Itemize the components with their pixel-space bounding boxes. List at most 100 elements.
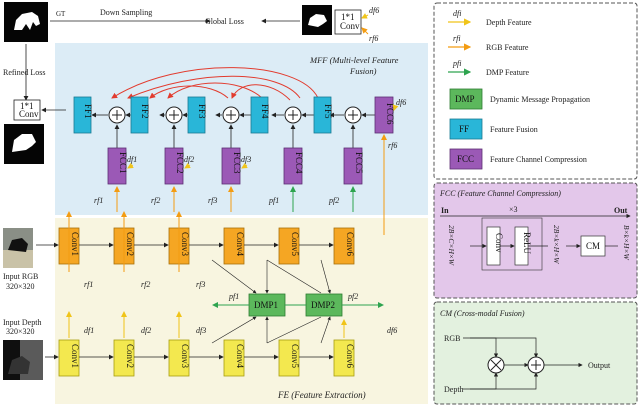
fcc6-box bbox=[374, 96, 394, 134]
fe-title: FE (Feature Extraction) bbox=[277, 390, 366, 400]
ff-box-5 bbox=[313, 96, 332, 134]
svg-text:rfi: rfi bbox=[453, 34, 461, 43]
input-depth-label: Input Depth bbox=[3, 318, 41, 327]
cm-panel bbox=[433, 301, 638, 405]
mff-pf2: pf2 bbox=[328, 196, 339, 205]
mff-title-line2: Fusion) bbox=[349, 66, 377, 76]
cm-multiply-node bbox=[487, 356, 505, 374]
fe-pf2: pf2 bbox=[347, 292, 358, 301]
fe-df3: df3 bbox=[196, 326, 206, 335]
depth-conv-6 bbox=[333, 339, 355, 377]
mff-df6: df6 bbox=[396, 98, 406, 107]
gt-silhouette bbox=[14, 12, 40, 30]
rgb-conv-label-6: Conv6 bbox=[345, 232, 355, 257]
svg-text:2B×C×H×W: 2B×C×H×W bbox=[447, 225, 456, 266]
rgb-conv-label-4: Conv4 bbox=[235, 232, 245, 257]
cm-output-label: Output bbox=[588, 361, 611, 370]
depth-conv-4 bbox=[223, 339, 245, 377]
mff-title-line1: MFF (Multi-level Feature bbox=[309, 55, 399, 65]
depth-conv-label-6: Conv6 bbox=[345, 344, 355, 369]
legend-rgb-text: RGB Feature bbox=[486, 43, 529, 52]
ff-label-1: FF1 bbox=[83, 104, 93, 119]
svg-text:1*1: 1*1 bbox=[341, 12, 355, 22]
depth-conv-2 bbox=[113, 339, 135, 377]
fe-df6: df6 bbox=[387, 326, 397, 335]
depth-conv-label-4: Conv4 bbox=[235, 344, 245, 369]
rgb-conv-label-5: Conv5 bbox=[290, 232, 300, 257]
svg-text:×3: ×3 bbox=[509, 205, 518, 214]
svg-text:1*1: 1*1 bbox=[20, 101, 34, 111]
mff-rf1: rf1 bbox=[94, 196, 103, 205]
ff-box-4 bbox=[250, 96, 269, 134]
fe-rf3: rf3 bbox=[196, 280, 205, 289]
fe-pf1: pf1 bbox=[228, 292, 239, 301]
fcc-panel-title: FCC (Feature Channel Compression) bbox=[439, 189, 561, 198]
rgb-conv-4 bbox=[223, 227, 245, 265]
svg-text:dfi: dfi bbox=[453, 9, 461, 18]
depth-conv-3 bbox=[168, 339, 190, 377]
svg-text:Conv: Conv bbox=[340, 21, 360, 31]
sum-node-3 bbox=[222, 106, 240, 124]
depth-conv-label-1: Conv1 bbox=[70, 344, 80, 368]
top-df6: df6 bbox=[369, 6, 379, 15]
depth-conv-label-5: Conv5 bbox=[290, 344, 300, 369]
fcc-label-2: FCC2 bbox=[175, 152, 185, 174]
top-rf6: rf6 bbox=[369, 34, 378, 43]
ff-label-2: FF2 bbox=[140, 104, 150, 119]
rgb-conv-6 bbox=[333, 227, 355, 265]
fe-df2: df2 bbox=[141, 326, 151, 335]
fcc-box-4 bbox=[283, 147, 303, 185]
svg-text:FCC6: FCC6 bbox=[385, 103, 395, 125]
svg-text:B×k×H×W: B×k×H×W bbox=[622, 225, 631, 261]
ff-label-5: FF5 bbox=[323, 104, 333, 119]
legend-dmp-box bbox=[449, 88, 483, 110]
rgb-conv-5 bbox=[278, 227, 300, 265]
mff-rf2: rf2 bbox=[151, 196, 160, 205]
svg-text:CM: CM bbox=[586, 241, 600, 251]
input-rgb-size: 320×320 bbox=[6, 282, 35, 291]
svg-text:RGB: RGB bbox=[444, 334, 460, 343]
legend-ff-box bbox=[449, 118, 483, 140]
fcc-box-3 bbox=[221, 147, 241, 185]
mff-pf1: pf1 bbox=[268, 196, 279, 205]
svg-text:DMP2: DMP2 bbox=[311, 300, 335, 310]
svg-text:Conv: Conv bbox=[19, 109, 39, 119]
ff-box-1 bbox=[73, 96, 92, 134]
mff-df2: df2 bbox=[184, 155, 194, 164]
mff-df3: df3 bbox=[241, 155, 251, 164]
svg-text:FCC: FCC bbox=[457, 154, 474, 164]
legend-dmp-text: DMP Feature bbox=[486, 68, 529, 77]
ff-box-2 bbox=[130, 96, 149, 134]
rgb-conv-label-3: Conv3 bbox=[180, 232, 190, 257]
fcc-box-1 bbox=[107, 147, 127, 185]
legend-panel bbox=[433, 2, 638, 180]
svg-text:pfi: pfi bbox=[452, 59, 461, 68]
svg-text:Out: Out bbox=[614, 206, 628, 215]
depth-conv-label-3: Conv3 bbox=[180, 344, 190, 369]
ff-label-3: FF3 bbox=[197, 104, 207, 119]
cm-sum-node bbox=[527, 356, 545, 374]
legend-fcc-text: Feature Channel Compression bbox=[490, 155, 587, 164]
fe-rf1: rf1 bbox=[84, 280, 93, 289]
fcc-label-4: FCC4 bbox=[294, 152, 304, 174]
svg-text:DMP: DMP bbox=[455, 94, 475, 104]
input-depth-size: 320×320 bbox=[6, 327, 35, 336]
fcc-label-1: FCC1 bbox=[118, 152, 128, 174]
rgb-conv-label-1: Conv1 bbox=[70, 232, 80, 256]
legend-fcc-box bbox=[449, 148, 483, 170]
refined-loss-label: Refined Loss bbox=[3, 68, 45, 77]
ff-box-3 bbox=[187, 96, 206, 134]
fe-rf2: rf2 bbox=[141, 280, 150, 289]
down-sampling-label: Down Sampling bbox=[100, 8, 152, 17]
legend-dmp-box-text: Dynamic Message Propagation bbox=[490, 95, 590, 104]
depth-conv-5 bbox=[278, 339, 300, 377]
legend-ff-text: Feature Fusion bbox=[490, 125, 538, 134]
svg-text:In: In bbox=[441, 206, 449, 215]
mff-rf6: rf6 bbox=[388, 141, 397, 150]
svg-text:Conv: Conv bbox=[494, 233, 504, 253]
fe-df1: df1 bbox=[84, 326, 94, 335]
mff-df1: df1 bbox=[127, 155, 137, 164]
global-loss-label: Global Loss bbox=[205, 17, 244, 26]
svg-text:FF: FF bbox=[459, 124, 469, 134]
